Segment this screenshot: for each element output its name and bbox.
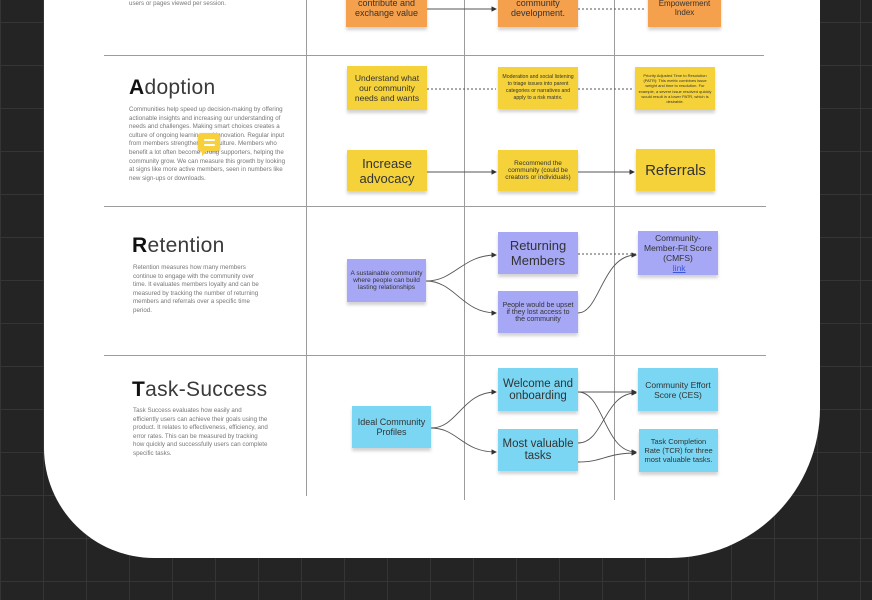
sticky-note[interactable]: Task Completion Rate (TCR) for three mos…: [639, 429, 718, 472]
comment-icon[interactable]: [198, 133, 220, 156]
row-divider: [104, 55, 764, 56]
section-title-task-success: Task-Success: [132, 378, 268, 401]
sticky-note[interactable]: Referrals: [636, 149, 715, 191]
sticky-note[interactable]: Returning Members: [498, 232, 578, 274]
sticky-note[interactable]: Most valuable tasks: [498, 429, 578, 471]
section-description: users or pages viewed per session.: [129, 0, 226, 7]
section-description: Task Success evaluates how easily and ef…: [133, 407, 268, 457]
section-description: Retention measures how many members cont…: [133, 264, 259, 314]
row-divider: [104, 206, 766, 207]
column-divider: [306, 0, 307, 496]
sticky-note[interactable]: Ideal Community Profiles: [352, 406, 431, 448]
note-text: Community-Member-Fit Score (CMFS): [643, 233, 712, 263]
column-divider: [464, 0, 465, 500]
sticky-note[interactable]: Community Effort Score (CES): [638, 368, 718, 411]
sticky-note[interactable]: community development.: [498, 0, 578, 27]
sticky-note[interactable]: Priority Adjusted Time to Resolution (PA…: [635, 67, 715, 110]
column-divider: [614, 0, 615, 500]
section-title-retention: Retention: [132, 234, 225, 257]
sticky-note[interactable]: Understand what our community needs and …: [347, 66, 427, 110]
sticky-note[interactable]: Welcome and onboarding: [498, 368, 578, 411]
sticky-note[interactable]: Moderation and social listening to triag…: [498, 67, 578, 109]
sticky-note[interactable]: People would be upset if they lost acces…: [498, 291, 578, 333]
sticky-note[interactable]: Community-Member-Fit Score (CMFS) link: [638, 231, 718, 275]
sticky-note[interactable]: Increase advocacy: [347, 150, 427, 191]
section-title-adoption: Adoption: [129, 76, 216, 99]
sticky-note[interactable]: Recommend the community (could be creato…: [498, 150, 578, 191]
sticky-note[interactable]: Empowerment Index: [648, 0, 721, 27]
note-link[interactable]: link: [672, 263, 686, 273]
sticky-note[interactable]: contribute and exchange value: [346, 0, 427, 27]
sticky-note[interactable]: A sustainable community where people can…: [347, 259, 426, 302]
row-divider: [104, 355, 766, 356]
